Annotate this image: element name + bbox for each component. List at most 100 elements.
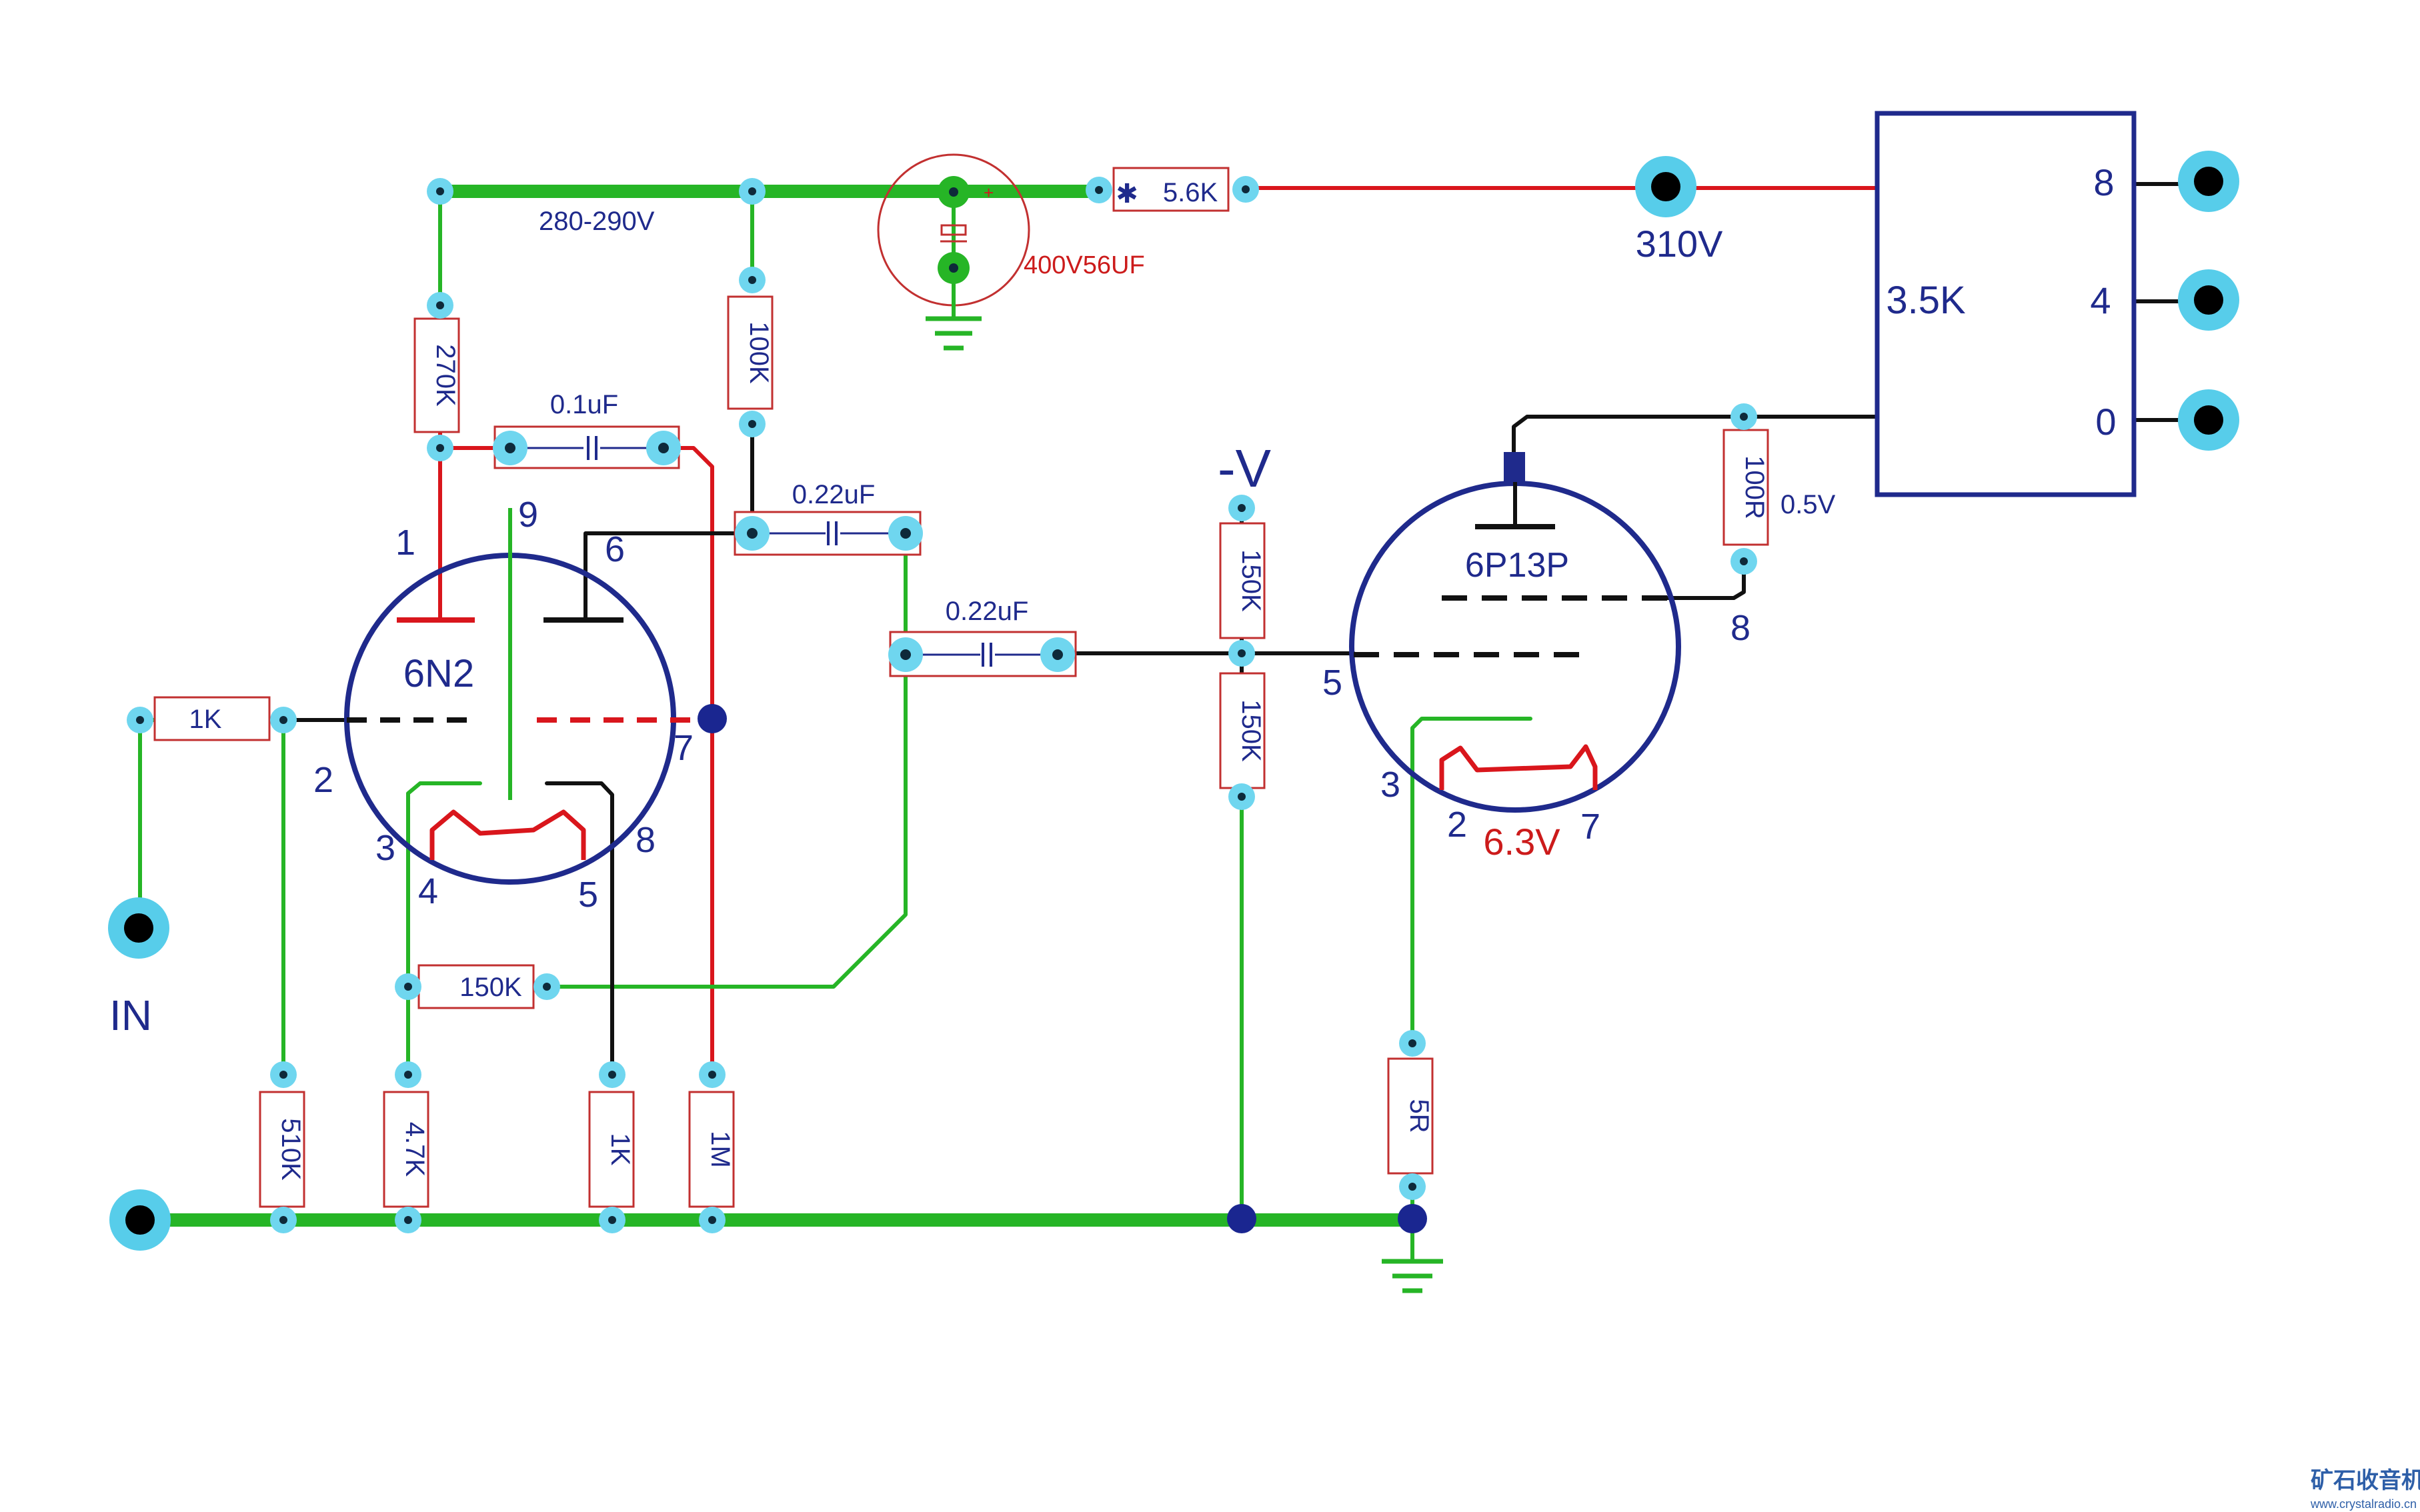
speaker-tap-4-terminal[interactable] [2178, 269, 2239, 331]
tap-label-4: 4 [2090, 279, 2111, 321]
pad [427, 292, 453, 319]
pin-6n2-4: 4 [418, 871, 438, 911]
pin-6n2-5: 5 [578, 875, 598, 915]
pad [127, 707, 153, 733]
pad [533, 973, 560, 1000]
pad [427, 435, 453, 461]
pin-6p13p-5: 5 [1322, 663, 1342, 703]
pad [1228, 495, 1255, 521]
value-270k: 270K [431, 344, 460, 407]
value-1k-input: 1K [189, 705, 222, 734]
component-values: 1K 150K 5.6K ✱ 270K 100K 510K 4.7K 1K 1M… [189, 178, 1769, 1181]
watermark-url: www.crystalradio.cn [2310, 1497, 2417, 1511]
pin-6n2-7: 7 [674, 728, 694, 768]
output-transformer [1875, 111, 2137, 497]
pad [270, 1061, 297, 1088]
pin-6n2-9: 9 [518, 495, 538, 535]
cap-terminal [888, 516, 923, 551]
pad [395, 1207, 421, 1233]
pin-6p13p-3: 3 [1380, 765, 1400, 805]
value-c022-a: 0.22uF [792, 480, 876, 509]
resistor-1m [688, 1091, 735, 1208]
value-1m: 1M [706, 1131, 735, 1168]
pad [739, 267, 766, 293]
tap-label-0: 0 [2095, 401, 2116, 443]
pad [599, 1207, 626, 1233]
pin-6n2-2: 2 [313, 760, 333, 800]
pad [1228, 640, 1255, 667]
cathode2-wire [545, 781, 614, 1079]
pad [395, 973, 421, 1000]
label-rail-280: 280-290V [539, 207, 655, 236]
tube-6n2-label: 6N2 [403, 652, 474, 695]
resistor-510k [259, 1091, 305, 1208]
input-wire [138, 718, 157, 930]
value-c022-b: 0.22uF [946, 597, 1029, 626]
b-plus-310v-terminal[interactable] [1635, 156, 1696, 217]
cathode1-wire [406, 781, 482, 989]
speaker-tap-8-terminal[interactable] [2178, 151, 2239, 212]
junction-dot [1227, 1204, 1256, 1233]
label-05v: 0.5V [1780, 490, 1836, 519]
filter-cap-pad [938, 252, 970, 284]
label-heater-63v: 6.3V [1483, 821, 1560, 863]
pin-6n2-6: 6 [605, 529, 625, 569]
feedback-wire [550, 531, 908, 989]
pin-6p13p-7: 7 [1580, 807, 1600, 847]
tube-6p13p-label: 6P13P [1465, 546, 1569, 585]
label-in: IN [109, 991, 152, 1039]
value-c01: 0.1uF [550, 390, 618, 419]
label-transformer: 3.5K [1886, 279, 1966, 322]
value-5k6: 5.6K [1163, 178, 1218, 207]
value-150k-bottom: 150K [1236, 699, 1266, 762]
star-mark-icon: ✱ [1116, 179, 1138, 209]
pad [739, 178, 766, 205]
pin-6n2-1: 1 [395, 523, 415, 563]
pad [699, 1061, 726, 1088]
resistor-100k [727, 295, 774, 410]
tube-6p13p-plate-cap [1504, 452, 1525, 482]
pad [1730, 548, 1757, 575]
wires [133, 182, 2211, 1227]
resistors [153, 167, 1769, 1208]
value-150k-feedback: 150K [459, 973, 522, 1002]
value-4k7: 4.7K [400, 1122, 429, 1177]
label-310v: 310V [1636, 223, 1723, 265]
plate-wire [1512, 415, 1879, 454]
junction-dot [698, 704, 727, 733]
resistor-1k-cathode [588, 1091, 635, 1208]
cap-terminal [1040, 637, 1075, 672]
resistor-1k-input [153, 696, 271, 741]
labels: 280-290V 310V -V IN 0.5V 6.3V 3.5K 6N2 6… [109, 161, 2117, 1039]
filter-cap-pad [938, 176, 970, 208]
cap-terminal [735, 516, 770, 551]
tube-6n2-heater [429, 809, 586, 860]
junction-dot [1398, 1204, 1427, 1233]
input-terminal[interactable] [108, 897, 169, 959]
cap-terminal [646, 431, 681, 465]
tube-6n2 [344, 508, 712, 885]
value-5r: 5R [1404, 1099, 1434, 1133]
pin-6n2-8: 8 [636, 820, 656, 860]
pad [395, 1061, 421, 1088]
cap-terminal [493, 431, 527, 465]
pad [270, 707, 297, 733]
resistor-4k7 [383, 1091, 429, 1208]
pad [1232, 176, 1259, 203]
value-100r: 100R [1740, 455, 1769, 519]
pad [599, 1061, 626, 1088]
resistor-5r [1387, 1057, 1434, 1175]
tap-label-8: 8 [2093, 161, 2114, 203]
pin-6n2-3: 3 [375, 828, 395, 868]
value-100k: 100K [744, 321, 774, 384]
watermark: 矿石收音机 www.crystalradio.cn [2310, 1468, 2420, 1511]
speaker-tap-0-terminal[interactable] [2178, 389, 2239, 451]
pad [1730, 403, 1757, 430]
value-filter-cap: 400V56UF [1024, 251, 1145, 279]
cap-filter-plus: + [984, 183, 994, 203]
ground-terminal[interactable] [109, 1189, 171, 1251]
solder-pads [127, 176, 1757, 1233]
anode2-lead [583, 531, 754, 622]
pad [1228, 783, 1255, 810]
